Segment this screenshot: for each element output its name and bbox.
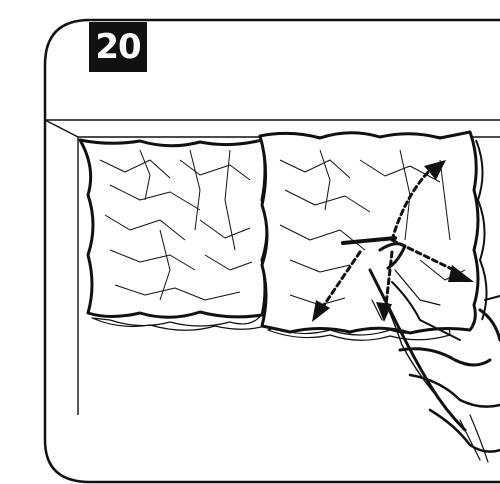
step-number-label: 20 [95, 27, 140, 67]
step-number-badge: 20 [89, 22, 147, 72]
crumpled-paper-sheet-right [260, 132, 487, 340]
crumpled-paper-sheet-left [80, 140, 268, 330]
